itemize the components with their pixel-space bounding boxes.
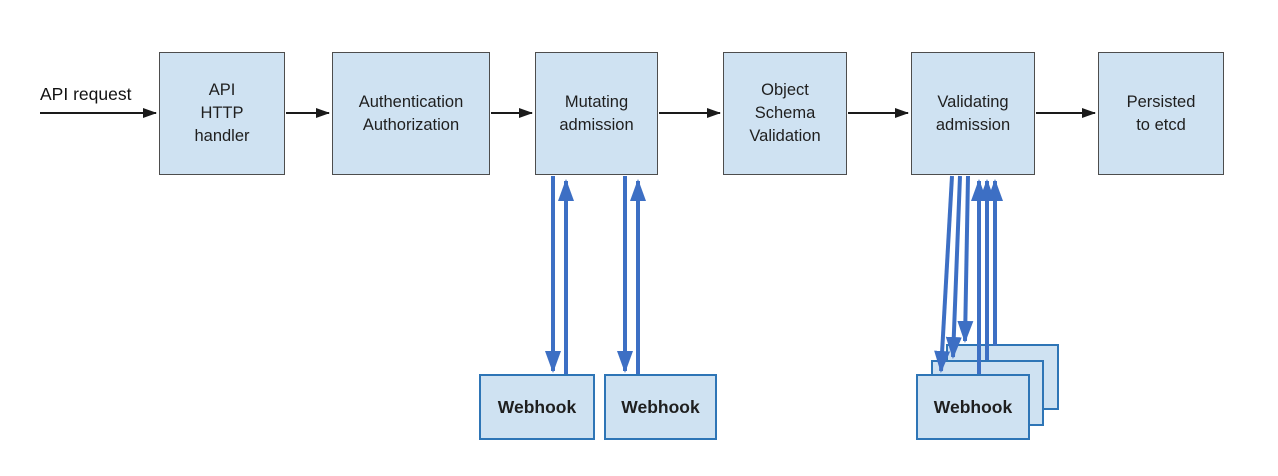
stage-api-http-handler: API HTTP handler	[159, 52, 285, 175]
stage-validating-admission: Validating admission	[911, 52, 1035, 175]
stage-persisted-to-etcd: Persisted to etcd	[1098, 52, 1224, 175]
webhook-mutating-1: Webhook	[479, 374, 595, 440]
webhook-validating-front: Webhook	[916, 374, 1030, 440]
arrow-validating-webhook-down-1	[934, 175, 954, 373]
stage-object-schema-validation: Object Schema Validation	[723, 52, 847, 175]
stage-authentication-authorization: Authentication Authorization	[332, 52, 490, 175]
arrow-validating-webhook-down-2	[945, 175, 962, 359]
stage-mutating-admission: Mutating admission	[535, 52, 658, 175]
api-request-label: API request	[40, 84, 132, 104]
arrow-validating-webhook-down-3	[957, 175, 974, 343]
webhook-mutating-2: Webhook	[604, 374, 717, 440]
